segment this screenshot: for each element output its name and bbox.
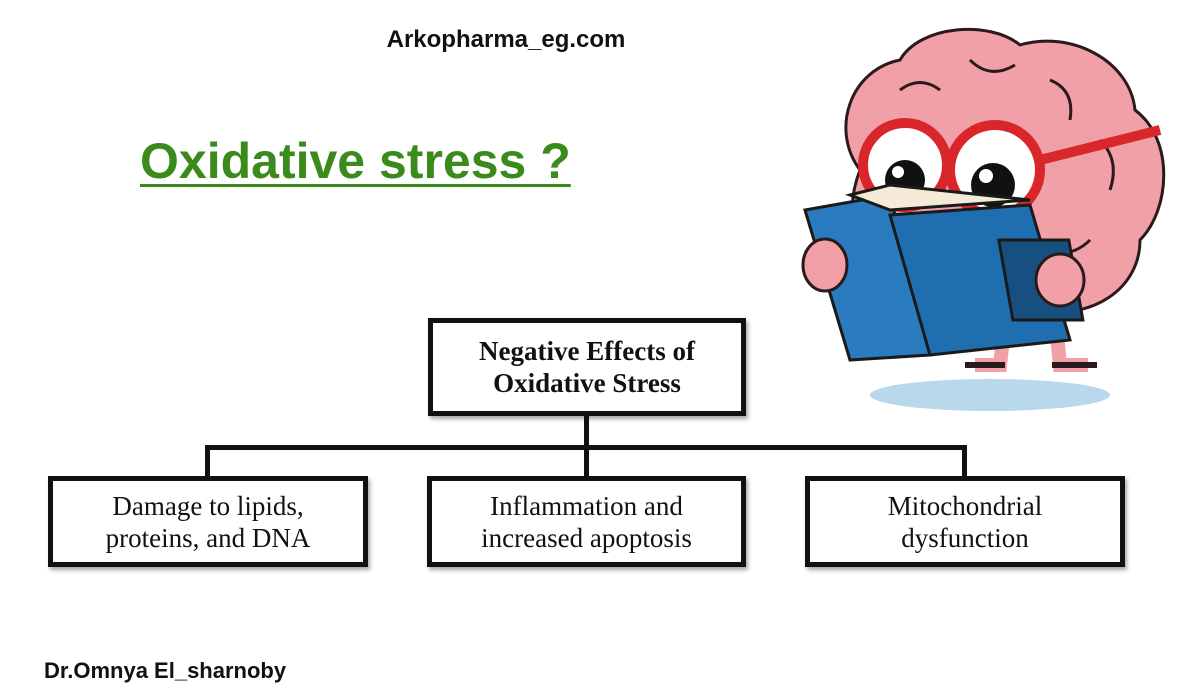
author-credit: Dr.Omnya El_sharnoby	[44, 658, 287, 683]
site-name: Arkopharma_eg.com	[386, 26, 626, 53]
shadow	[870, 379, 1110, 411]
root-line-1: Negative Effects of	[479, 336, 695, 366]
brain-reading-book-illustration	[801, 27, 1166, 411]
connector-left	[205, 445, 210, 476]
hands	[801, 237, 1086, 308]
node-line-1: Damage to lipids,	[112, 490, 304, 521]
node-line-1: Inflammation and	[490, 490, 683, 521]
connector-right	[962, 445, 967, 476]
page-title: Oxidative stress ?	[140, 133, 571, 189]
diagram-node-damage: Damage to lipids,proteins, and DNA	[48, 476, 368, 567]
root-line-2: Oxidative Stress	[493, 368, 681, 398]
node-line-1: Mitochondrial	[887, 490, 1043, 521]
connector-horizontal	[205, 445, 967, 450]
node-line-2: dysfunction	[901, 522, 1029, 553]
node-line-2: increased apoptosis	[481, 522, 692, 553]
node-line-2: proteins, and DNA	[105, 522, 311, 553]
